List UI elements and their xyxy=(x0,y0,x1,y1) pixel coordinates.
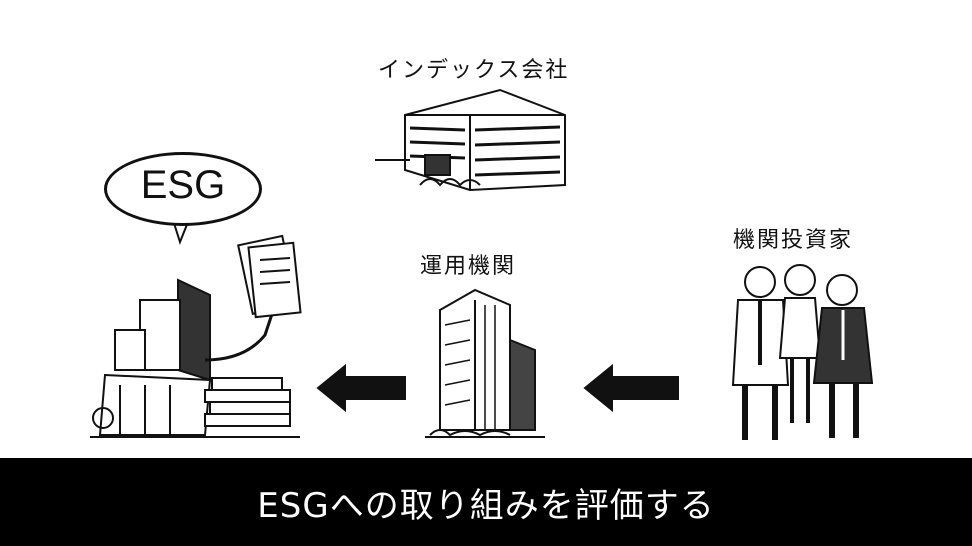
esg-company-building-icon xyxy=(90,234,302,438)
arrow-left-icon xyxy=(316,363,406,413)
arrow-left-icon xyxy=(583,363,679,413)
index-company-label: インデックス会社 xyxy=(378,58,570,83)
index-company-building-icon xyxy=(375,88,566,192)
institutional-investors-label: 機関投資家 xyxy=(733,228,854,253)
paper-stack-icon xyxy=(204,377,291,427)
asset-manager-building-icon xyxy=(425,288,545,438)
investors-people-icon xyxy=(731,264,874,440)
documents-icon xyxy=(237,234,302,319)
caption-text: ESGへの取り組みを評価する xyxy=(257,486,715,526)
caption-bar: ESGへの取り組みを評価する xyxy=(0,458,972,546)
esg-bubble-text: ESG xyxy=(140,163,226,207)
asset-manager-label: 運用機関 xyxy=(420,254,517,279)
esg-speech-bubble: ESG xyxy=(104,152,262,226)
